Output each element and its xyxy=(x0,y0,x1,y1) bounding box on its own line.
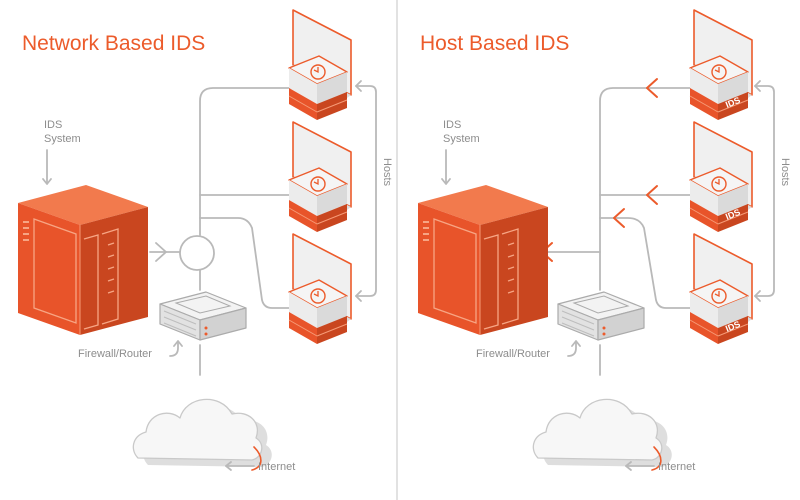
host-computer-icon xyxy=(288,233,352,345)
ids-system-rack-icon xyxy=(417,184,549,336)
right-ids-label-line2: System xyxy=(443,133,480,145)
left-firewall-label: Firewall/Router xyxy=(78,348,152,360)
left-hosts-label: Hosts xyxy=(381,158,393,187)
right-panel: Host Based IDS IDS System IDS IDS IDS Ho… xyxy=(417,9,791,473)
cloud-icon xyxy=(132,398,273,471)
host-computer-icon xyxy=(689,9,753,121)
left-ids-label-line2: System xyxy=(44,133,81,145)
network-hub-icon xyxy=(179,235,215,271)
right-connector-lines xyxy=(540,78,775,376)
right-ids-label-line1: IDS xyxy=(443,119,461,131)
host-computer-icon xyxy=(689,121,753,233)
right-hosts-label: Hosts xyxy=(779,158,791,187)
ids-system-rack-icon xyxy=(17,184,149,336)
host-computer-icon xyxy=(288,9,352,121)
left-ids-label-line1: IDS xyxy=(44,119,62,131)
left-panel: Network Based IDS IDS System Hosts Firew… xyxy=(17,9,393,473)
left-internet-label: Internet xyxy=(258,461,295,473)
right-firewall-label: Firewall/Router xyxy=(476,348,550,360)
right-internet-label: Internet xyxy=(658,461,695,473)
right-panel-title: Host Based IDS xyxy=(420,32,569,55)
firewall-router-icon xyxy=(159,291,247,341)
firewall-router-icon xyxy=(557,291,645,341)
host-computer-icon xyxy=(689,233,753,345)
cloud-icon xyxy=(532,398,673,471)
left-panel-title: Network Based IDS xyxy=(22,32,205,55)
host-computer-icon xyxy=(288,121,352,233)
